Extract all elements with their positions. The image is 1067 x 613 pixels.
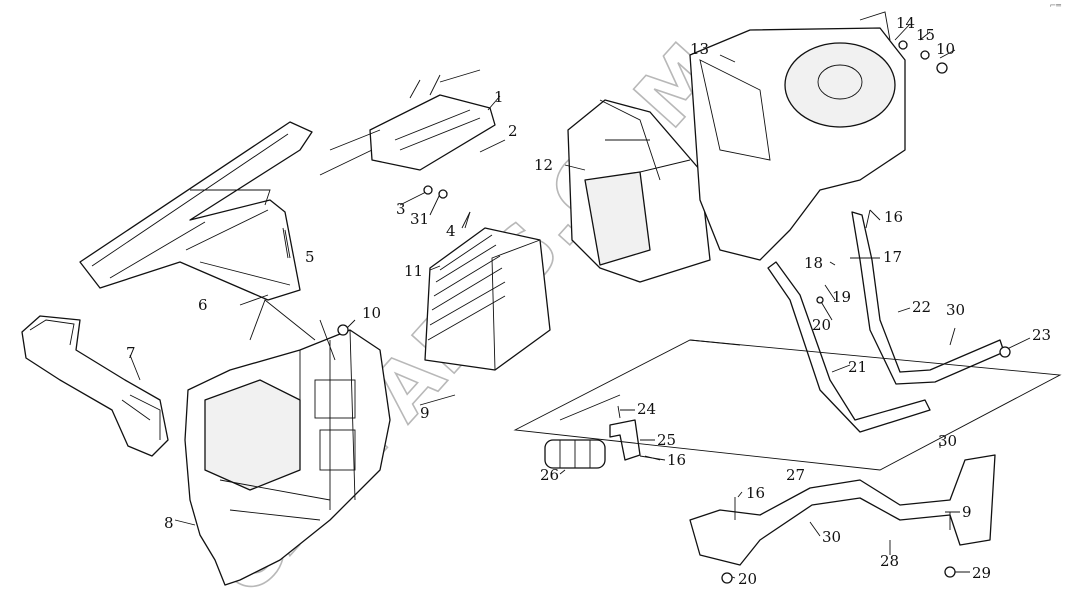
callout-6: 6 [198,296,208,314]
callout-19: 19 [832,288,851,306]
callout-5: 5 [305,248,315,266]
callout-2: 2 [508,122,518,140]
corner-mark: ⌐═ [1049,1,1061,10]
callout-12: 12 [534,156,553,174]
callout-16b: 16 [667,451,686,469]
callout-3: 3 [396,200,406,218]
callout-8: 8 [164,514,174,532]
callout-25: 25 [657,431,676,449]
callout-17: 17 [883,248,902,266]
callout-28: 28 [880,552,899,570]
callout-14: 14 [896,14,915,32]
callout-27: 27 [786,466,805,484]
callout-15: 15 [916,26,935,44]
hose-assembly-part-27 [689,454,996,566]
callout-20: 20 [812,316,831,334]
callout-16: 16 [884,208,903,226]
evaporator-housing-part-12 [567,99,711,283]
heater-pipe-part-21 [767,261,931,433]
callout-30: 30 [946,301,965,319]
assembly-outline [513,339,1062,471]
bracket-part-25 [609,419,641,461]
control-panel-part-1 [319,69,496,176]
callout-11: 11 [404,262,423,280]
fasteners [282,40,1011,584]
callout-21: 21 [848,358,867,376]
callout-1: 1 [494,88,504,106]
evaporator-core-part-11 [424,227,551,371]
defroster-duct-part-6 [79,121,313,301]
callout-30c: 30 [938,432,957,450]
callout-26: 26 [540,466,559,484]
heater-pipe-part-22 [851,211,1005,385]
callout-22: 22 [912,298,931,316]
callout-9b: 9 [962,503,972,521]
callout-24: 24 [637,400,656,418]
callout-18: 18 [804,254,823,272]
callout-10: 10 [362,304,381,322]
callout-13: 13 [690,40,709,58]
hose-holder-part-26 [544,439,606,469]
callout-29: 29 [972,564,991,582]
leader-lines [129,23,1031,579]
callout-16c: 16 [746,484,765,502]
callout-30b: 30 [822,528,841,546]
callout-10b: 10 [936,40,955,58]
callout-20b: 20 [738,570,757,588]
callout-23: 23 [1032,326,1051,344]
callout-4: 4 [446,222,456,240]
callout-31: 31 [410,210,429,228]
callout-9: 9 [420,404,430,422]
blower-unit-part-13 [689,11,906,261]
callout-labels: 1 2 3 31 4 5 6 7 8 9 10 11 12 13 14 15 1… [126,14,1051,588]
heater-case-part-8 [184,299,391,586]
side-vent-duct-part-7 [21,315,169,457]
callout-7: 7 [126,344,136,362]
